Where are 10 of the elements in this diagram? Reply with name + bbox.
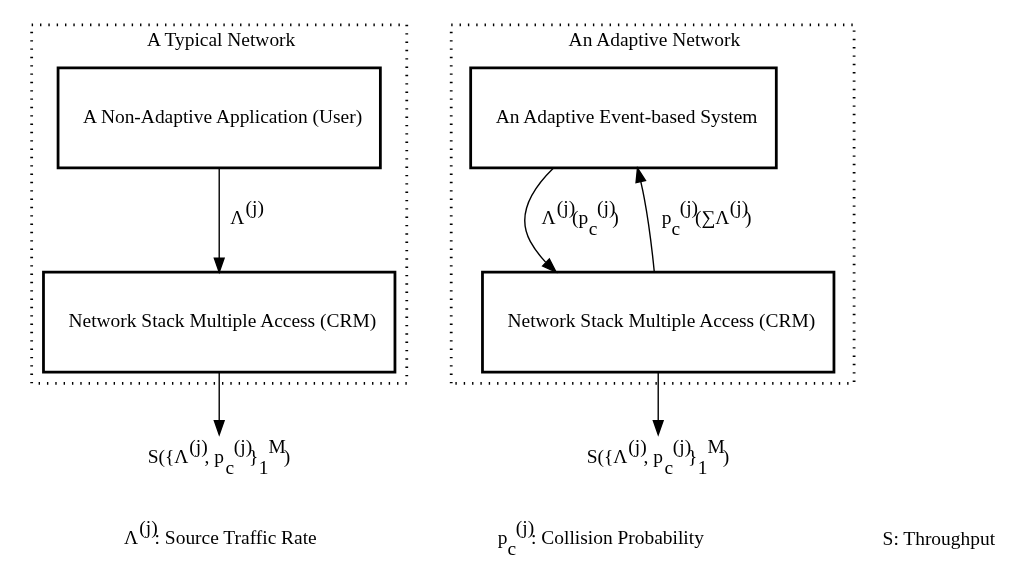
arrow	[212, 371, 225, 437]
node-box: A Non-Adaptive Application (User)	[56, 66, 382, 170]
arrow	[634, 166, 655, 273]
node-box: An Adaptive Event-based System	[468, 66, 778, 170]
label: S: Throughput	[882, 528, 995, 550]
node-box: Network Stack Multiple Access (CRM)	[480, 270, 835, 374]
arrow	[651, 371, 664, 437]
arrow	[212, 167, 225, 275]
arrow	[523, 167, 558, 274]
node-box: Network Stack Multiple Access (CRM)	[41, 270, 396, 374]
